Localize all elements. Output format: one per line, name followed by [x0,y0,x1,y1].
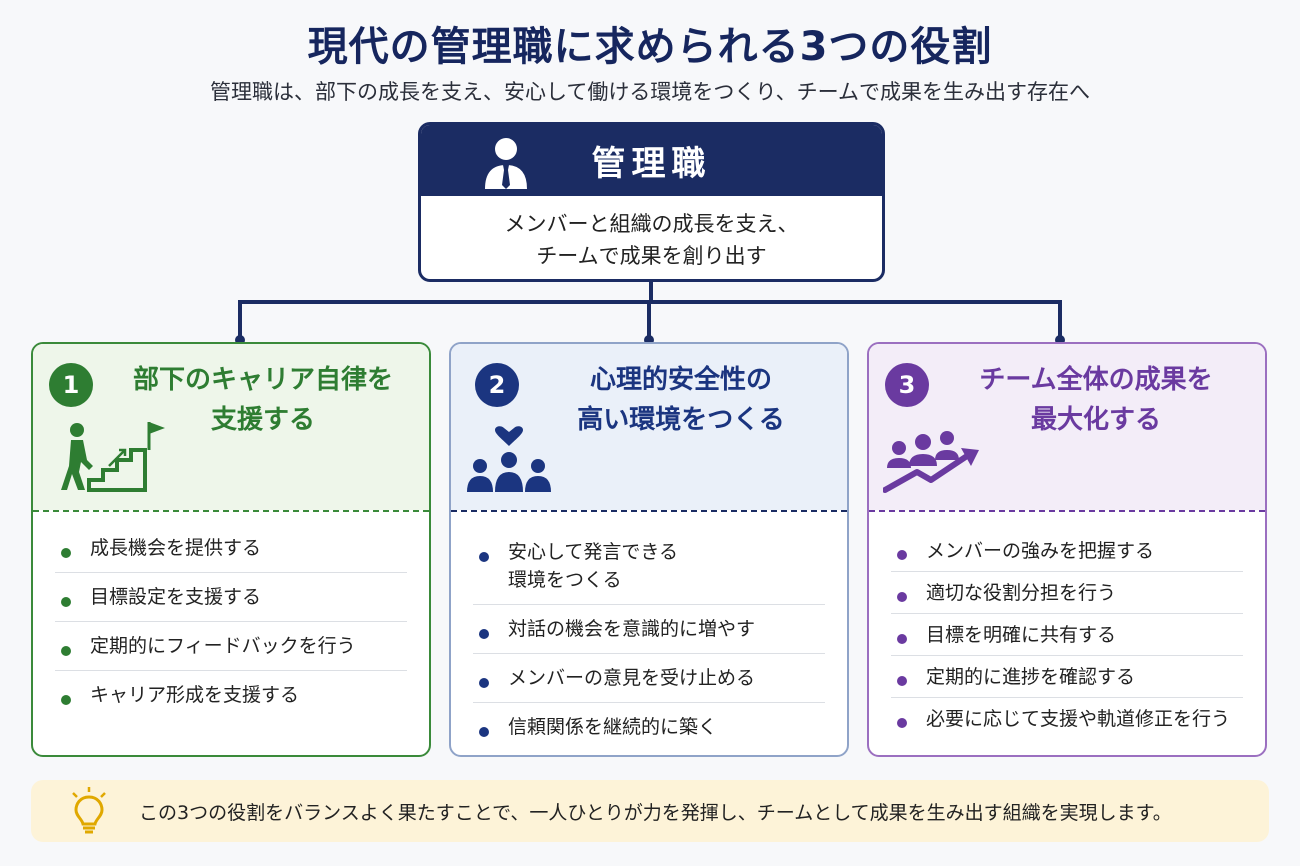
summary-text: この3つの役割をバランスよく果たすことで、一人ひとりが力を発揮し、チームとして成… [139,801,1172,824]
bullet-dot [479,727,489,737]
bullet-dot [61,548,71,558]
role-card-psychological-safety: 2 心理的安全性の 高い環境をつくる 安心して発言できる 環境をつくる 対話の機… [449,342,849,757]
bullet-dot [897,634,907,644]
role-card-header: 1 部下のキャリア自律を 支援する [33,344,429,510]
team-growth-arrow-icon [883,431,979,493]
bullet-dot [479,629,489,639]
role-number-badge: 3 [885,363,929,407]
manager-box: 管理職 メンバーと組織の成長を支え、 チームで成果を創り出す [418,122,885,282]
role-title-line: チーム全体の成果を [979,365,1213,395]
manager-description-line: メンバーと組織の成長を支え、 [504,212,799,236]
role-card-career-autonomy: 1 部下のキャリア自律を 支援する 成長機会を提供する 目標設定を支援する 定期… [31,342,431,757]
list-item: 適切な役割分担を行う [891,572,1243,614]
role-title: チーム全体の成果を 最大化する [941,360,1251,440]
list-item: 必要に応じて支援や軌道修正を行う [891,698,1243,739]
list-item: 対話の機会を意識的に増やす [473,605,825,654]
list-item: 成長機会を提供する [55,524,407,573]
climbing-stairs-flag-icon [61,422,165,492]
list-item: メンバーの意見を受け止める [473,654,825,703]
page-subtitle: 管理職は、部下の成長を支え、安心して働ける環境をつくり、チームで成果を生み出す存… [210,80,1090,104]
list-item: 目標を明確に共有する [891,614,1243,656]
bullet-dot [61,646,71,656]
bullet-dot [897,676,907,686]
list-item: 信頼関係を継続的に築く [473,703,825,751]
list-item: 定期的にフィードバックを行う [55,622,407,671]
role-card-header: 3 チーム全体の成果を 最大化する [869,344,1265,510]
manager-title: 管理職 [591,144,712,184]
bullet-dot [479,678,489,688]
bullet-dot [897,550,907,560]
role-item-list: メンバーの強みを把握する 適切な役割分担を行う 目標を明確に共有する 定期的に進… [891,530,1243,739]
list-item: キャリア形成を支援する [55,671,407,719]
page-title: 現代の管理職に求められる3つの役割 [307,24,993,70]
bullet-dot [479,552,489,562]
dashed-divider [869,510,1265,512]
bullet-dot [61,695,71,705]
role-title-line: 心理的安全性の [589,365,772,395]
team-heart-icon [467,426,551,492]
manager-description-line: チームで成果を創り出す [536,244,767,268]
manager-description: メンバーと組織の成長を支え、 チームで成果を創り出す [421,196,882,272]
manager-header: 管理職 [421,125,882,196]
bullet-dot [61,597,71,607]
role-title-line: 支援する [210,405,315,435]
role-number-badge: 1 [49,363,93,407]
list-item: 目標設定を支援する [55,573,407,622]
role-title: 部下のキャリア自律を 支援する [103,360,423,440]
bullet-dot [897,592,907,602]
list-item: メンバーの強みを把握する [891,530,1243,572]
role-item-list: 安心して発言できる 環境をつくる 対話の機会を意識的に増やす メンバーの意見を受… [473,528,825,751]
role-title: 心理的安全性の 高い環境をつくる [531,360,831,440]
role-card-team-performance: 3 チーム全体の成果を 最大化する メンバーの強みを把握する 適切な役割分担を行… [867,342,1267,757]
role-item-list: 成長機会を提供する 目標設定を支援する 定期的にフィードバックを行う キャリア形… [55,524,407,719]
list-item: 定期的に進捗を確認する [891,656,1243,698]
bullet-dot [897,718,907,728]
summary-banner: この3つの役割をバランスよく果たすことで、一人ひとりが力を発揮し、チームとして成… [31,780,1269,842]
role-title-line: 高い環境をつくる [577,405,785,435]
dashed-divider [33,510,429,512]
role-number-badge: 2 [475,363,519,407]
lightbulb-icon [72,787,106,834]
role-title-line: 部下のキャリア自律を [132,365,393,395]
role-card-header: 2 心理的安全性の 高い環境をつくる [451,344,847,510]
list-item: 安心して発言できる 環境をつくる [473,528,825,605]
dashed-divider [451,510,847,512]
businessperson-icon [485,138,527,189]
role-title-line: 最大化する [1030,405,1161,435]
